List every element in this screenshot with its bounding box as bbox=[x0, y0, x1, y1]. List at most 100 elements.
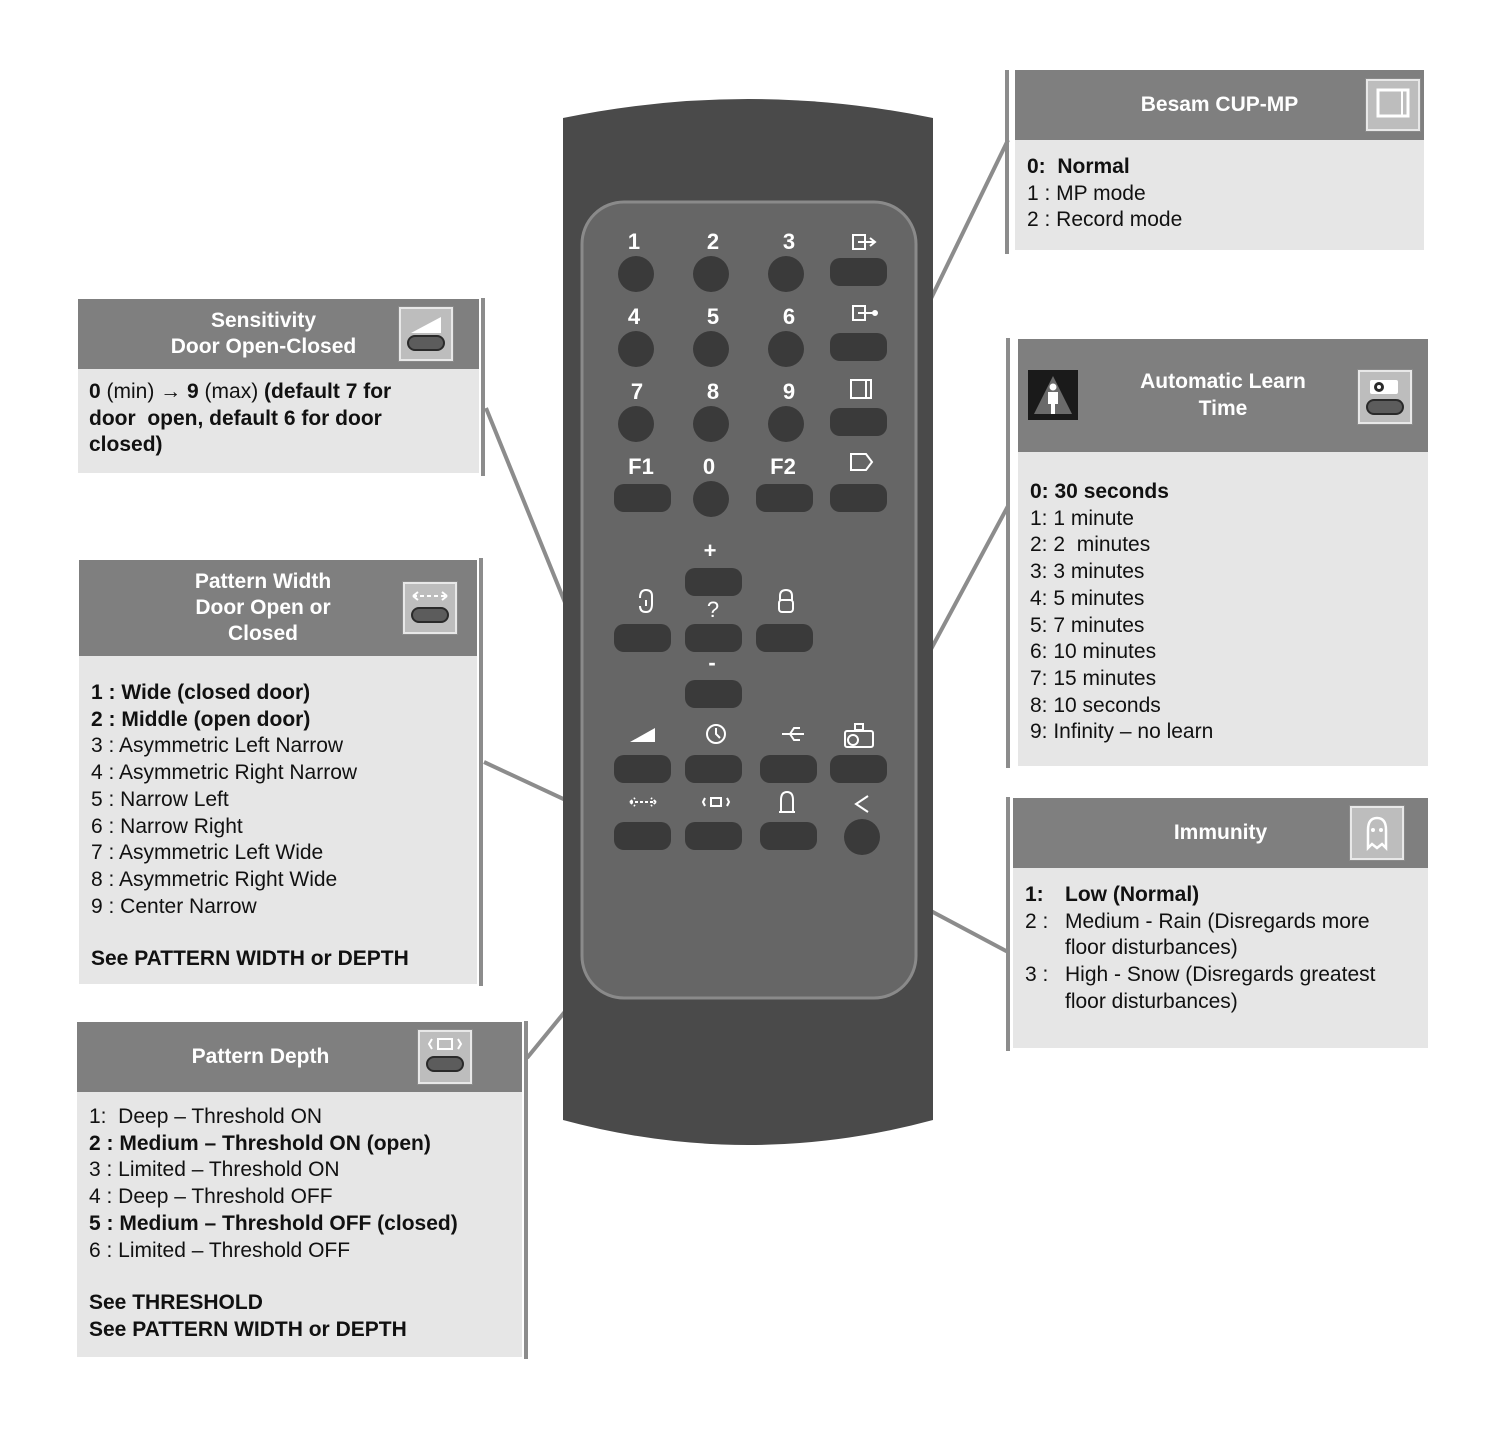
clock-icon bbox=[706, 724, 726, 744]
label-6: 6 bbox=[783, 304, 795, 329]
label-8: 8 bbox=[707, 379, 719, 404]
pd-line-3: 4 : Deep – Threshold OFF bbox=[89, 1185, 333, 1209]
pattern-width-icon bbox=[402, 581, 458, 635]
sensitivity-line-1: 0 (min) → 9 (max) (default 7 for bbox=[89, 379, 467, 406]
sensitivity-wedge-icon bbox=[630, 728, 655, 742]
key-2 bbox=[693, 256, 729, 292]
sens-max: 9 bbox=[187, 380, 199, 403]
key-pattern-width bbox=[614, 822, 671, 850]
key-pattern-depth bbox=[685, 822, 742, 850]
sens-min-label: (min) → bbox=[100, 380, 188, 403]
besam-header: Besam CUP-MP bbox=[1015, 70, 1424, 140]
imm-3-num: 3 : bbox=[1025, 963, 1049, 987]
immunity-line-2: 2 : Medium - Rain (Disregards more bbox=[1025, 909, 1416, 936]
label-7: 7 bbox=[631, 379, 643, 404]
pw-line-8: 9 : Center Narrow bbox=[91, 894, 257, 918]
besam-list: 0: Normal 1 : MP mode 2 : Record mode bbox=[1015, 140, 1424, 246]
label-1: 1 bbox=[628, 229, 640, 254]
antenna-icon bbox=[854, 795, 869, 813]
bell-icon bbox=[779, 790, 795, 813]
tag-icon bbox=[850, 453, 874, 471]
key-tag bbox=[830, 484, 887, 512]
key-sensitivity bbox=[614, 755, 671, 783]
learn-header: Automatic Learn Time bbox=[1018, 339, 1428, 452]
key-learn-clock bbox=[685, 755, 742, 783]
pattern-width-box: Pattern Width Door Open or Closed 1 : Wi… bbox=[79, 560, 477, 984]
pw-line-3: 4 : Asymmetric Right Narrow bbox=[91, 761, 358, 785]
sensitivity-icon bbox=[398, 306, 454, 362]
sensitivity-text: 0 (min) → 9 (max) (default 7 for door op… bbox=[78, 369, 479, 471]
key-door-mode bbox=[830, 408, 887, 436]
besam-box: Besam CUP-MP 0: Normal 1 : MP mode 2 : R… bbox=[1015, 70, 1424, 250]
learn-title: Automatic Learn Time bbox=[1140, 370, 1306, 420]
key-question bbox=[685, 624, 742, 652]
pw-line-6: 7 : Asymmetric Left Wide bbox=[91, 841, 324, 865]
immunity-ghost-icon bbox=[1349, 805, 1405, 861]
key-exit-open bbox=[830, 258, 887, 286]
width-arrows-icon bbox=[629, 797, 657, 807]
pattern-width-list: 1 : Wide (closed door) 2 : Middle (open … bbox=[79, 656, 477, 985]
key-3 bbox=[768, 256, 804, 292]
label-minus: - bbox=[708, 650, 715, 675]
imm-3-text: High - Snow (Disregards greatest bbox=[1065, 963, 1376, 987]
key-usb bbox=[760, 755, 817, 783]
pd-line-4: 5 : Medium – Threshold OFF (closed) bbox=[89, 1211, 458, 1235]
key-8 bbox=[693, 406, 729, 442]
pw-line-0: 1 : Wide (closed door) bbox=[91, 681, 311, 704]
key-f2 bbox=[756, 484, 813, 512]
pd-see-2: See PATTERN WIDTH or DEPTH bbox=[89, 1317, 407, 1341]
label-5: 5 bbox=[707, 304, 719, 329]
key-unlock bbox=[614, 624, 671, 652]
learn-line-2: 2: 2 minutes bbox=[1030, 533, 1151, 557]
pw-line-7: 8 : Asymmetric Right Wide bbox=[91, 867, 338, 891]
imm-2-text: Medium - Rain (Disregards more bbox=[1065, 909, 1370, 933]
label-f1: F1 bbox=[628, 454, 654, 479]
learn-line-4: 4: 5 minutes bbox=[1030, 586, 1145, 610]
sens-min: 0 bbox=[89, 380, 101, 403]
immunity-line-2-cont: floor disturbances) bbox=[1065, 936, 1238, 960]
label-plus: + bbox=[704, 538, 717, 563]
key-7 bbox=[618, 406, 654, 442]
label-question: ? bbox=[707, 597, 719, 622]
key-camera bbox=[830, 755, 887, 783]
key-f1 bbox=[614, 484, 671, 512]
key-5 bbox=[693, 331, 729, 367]
depth-icon bbox=[701, 797, 731, 807]
key-minus bbox=[685, 680, 742, 708]
pw-line-2: 3 : Asymmetric Left Narrow bbox=[91, 734, 344, 758]
learn-box: Automatic Learn Time 0: 30 seconds 1: 1 … bbox=[1018, 339, 1428, 766]
besam-title: Besam CUP-MP bbox=[1140, 92, 1299, 116]
lock-icon bbox=[778, 588, 794, 613]
key-immunity bbox=[760, 822, 817, 850]
key-0 bbox=[693, 481, 729, 517]
immunity-line-3-cont: floor disturbances) bbox=[1065, 989, 1238, 1013]
pw-line-1: 2 : Middle (open door) bbox=[91, 707, 311, 731]
unlock-icon bbox=[639, 588, 653, 614]
sensitivity-line-2: door open, default 6 for door bbox=[89, 406, 382, 430]
learn-camera-icon bbox=[1357, 369, 1413, 425]
pw-line-4: 5 : Narrow Left bbox=[91, 787, 229, 811]
key-6 bbox=[768, 331, 804, 367]
usb-icon bbox=[782, 727, 804, 741]
sensitivity-box: Sensitivity Door Open-Closed 0 (min) → 9… bbox=[78, 299, 479, 473]
imm-2-num: 2 : bbox=[1025, 909, 1049, 933]
label-0: 0 bbox=[703, 454, 715, 479]
key-9 bbox=[768, 406, 804, 442]
learn-line-1: 1: 1 minute bbox=[1030, 506, 1134, 530]
learn-line-9: 9: Infinity – no learn bbox=[1030, 720, 1214, 744]
pw-line-5: 6 : Narrow Right bbox=[91, 814, 243, 838]
key-1 bbox=[618, 256, 654, 292]
learn-line-8: 8: 10 seconds bbox=[1030, 693, 1161, 717]
immunity-list: 1:Low (Normal) 2 :Medium - Rain (Disrega… bbox=[1013, 868, 1428, 1028]
learn-line-7: 7: 15 minutes bbox=[1030, 666, 1157, 690]
door-frame-icon bbox=[1365, 78, 1421, 132]
pattern-depth-list: 1: Deep – Threshold ON 2 : Medium – Thre… bbox=[77, 1092, 522, 1356]
pd-line-0: 1: Deep – Threshold ON bbox=[89, 1105, 323, 1128]
besam-line-2: 2 : Record mode bbox=[1027, 208, 1183, 232]
immunity-title: Immunity bbox=[1173, 820, 1268, 844]
pw-see: See PATTERN WIDTH or DEPTH bbox=[91, 947, 409, 971]
sensitivity-title: Sensitivity Door Open-Closed bbox=[170, 308, 357, 358]
pattern-depth-header: Pattern Depth bbox=[77, 1022, 522, 1092]
pd-see-1: See THRESHOLD bbox=[89, 1291, 263, 1315]
